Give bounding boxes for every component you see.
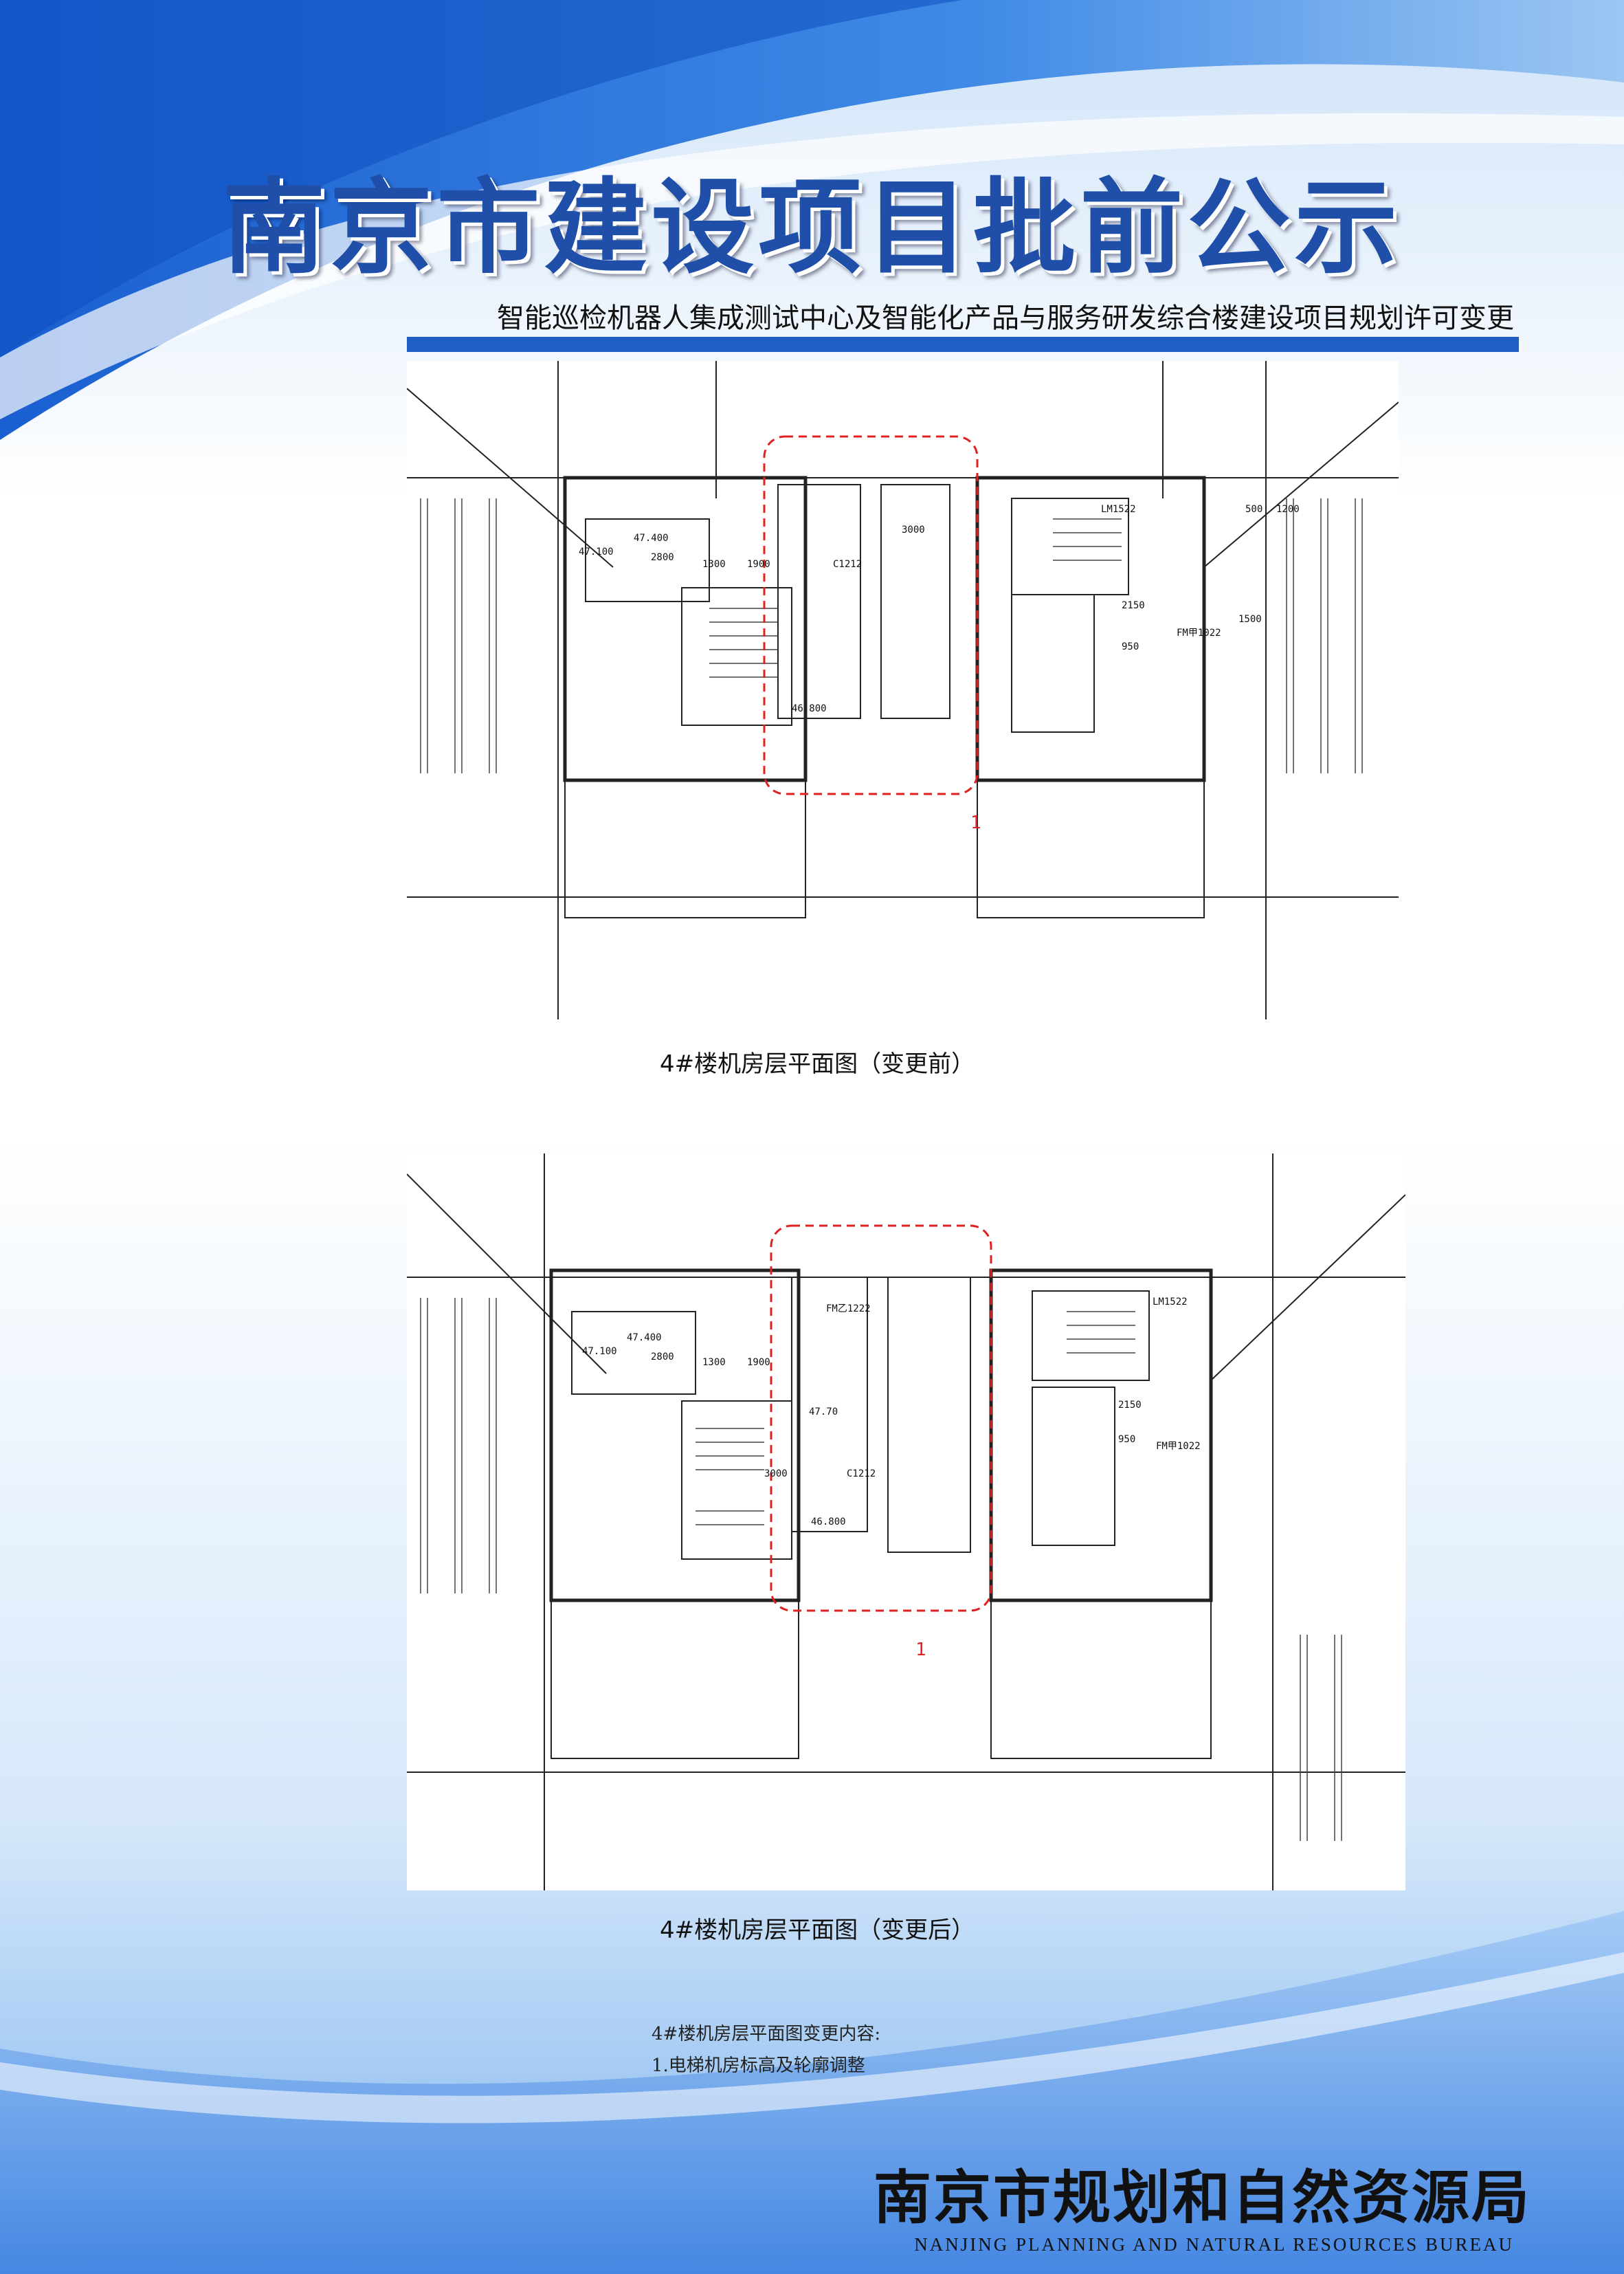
- plan-label: 1900: [747, 559, 770, 570]
- plan-label: 2800: [651, 1351, 674, 1362]
- floor-plan-after: 47.400 47.100 2800 1300 1900 3000 46.800…: [407, 1153, 1405, 1890]
- plan-label: FM乙1222: [826, 1303, 871, 1314]
- plan-label: 1200: [1276, 504, 1300, 515]
- plan-label: 46.800: [811, 1516, 846, 1527]
- change-notes-item: 1.电梯机房标高及轮廓调整: [652, 2055, 865, 2076]
- plan-label: 2150: [1118, 1400, 1142, 1411]
- plan-label: LM1522: [1153, 1296, 1188, 1307]
- plan-label: 46.800: [792, 703, 827, 714]
- project-name: 智能巡检机器人集成测试中心及智能化产品与服务研发综合楼建设项目规划许可变更: [497, 302, 1514, 334]
- plan-label: 1900: [747, 1357, 770, 1368]
- plan-caption-before: 4#楼机房层平面图（变更前）: [660, 1050, 975, 1078]
- floor-plan-before-drawing: 47.400 47.100 2800 1300 1900 3000 46.800…: [407, 361, 1399, 1019]
- plan-label: 2150: [1122, 600, 1145, 611]
- plan-label: 47.400: [634, 533, 669, 544]
- plan-label: LM1522: [1101, 504, 1136, 515]
- plan-label: 950: [1122, 641, 1139, 652]
- bureau-name-chinese: 南京市规划和自然资源局: [873, 2163, 1531, 2231]
- plan-caption-after: 4#楼机房层平面图（变更后）: [660, 1917, 975, 1944]
- plan-label: 1300: [702, 559, 726, 570]
- plan-label: C1212: [847, 1468, 876, 1479]
- title-divider: [407, 337, 1519, 352]
- plan-label: 1300: [702, 1357, 726, 1368]
- revision-cloud: [770, 1224, 992, 1612]
- plan-label: FM甲1022: [1156, 1441, 1201, 1452]
- revision-marker: 1: [970, 813, 981, 833]
- plan-label: FM甲1022: [1177, 628, 1221, 639]
- plan-label: 3000: [764, 1468, 788, 1479]
- bureau-name-english: NANJING PLANNING AND NATURAL RESOURCES B…: [914, 2234, 1514, 2255]
- plan-label: 47.100: [579, 547, 614, 558]
- plan-label: 2800: [651, 552, 674, 563]
- plan-label: 500: [1245, 504, 1263, 515]
- floor-plan-after-drawing: 47.400 47.100 2800 1300 1900 3000 46.800…: [407, 1153, 1405, 1890]
- plan-label: C1212: [833, 559, 862, 570]
- change-notes: 4#楼机房层平面图变更内容: 1.电梯机房标高及轮廓调整: [652, 2018, 880, 2082]
- plan-label: 47.400: [627, 1332, 662, 1343]
- page-title: 南京市建设项目批前公示: [222, 167, 1402, 288]
- plan-label: 1500: [1238, 614, 1262, 625]
- floor-plan-before: 47.400 47.100 2800 1300 1900 3000 46.800…: [407, 361, 1399, 1019]
- revision-marker: 1: [915, 1640, 926, 1660]
- plan-label: 950: [1118, 1434, 1135, 1445]
- plan-label: 47.70: [809, 1406, 838, 1417]
- plan-label: 47.100: [582, 1346, 617, 1357]
- plan-label: 3000: [902, 525, 925, 536]
- revision-cloud: [763, 435, 979, 795]
- change-notes-heading: 4#楼机房层平面图变更内容:: [652, 2024, 881, 2044]
